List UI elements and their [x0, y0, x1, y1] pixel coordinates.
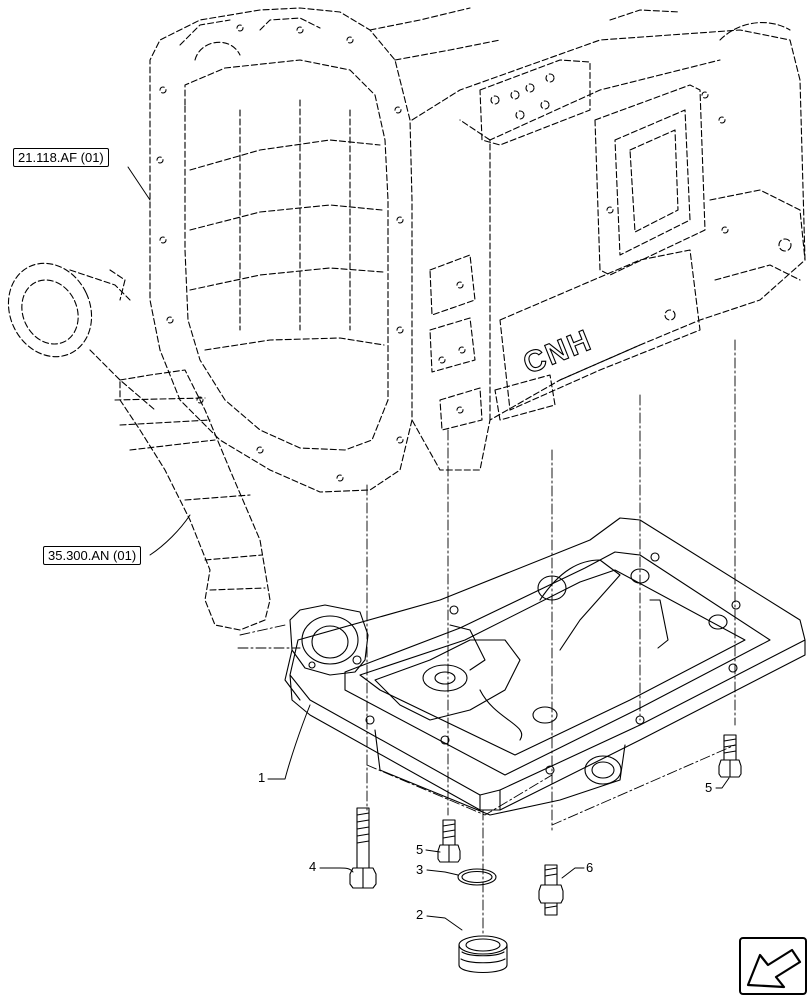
bolt-short-5-left — [437, 819, 461, 863]
o-ring-3 — [457, 868, 497, 886]
stud-6 — [538, 864, 564, 916]
callout-6: 6 — [586, 860, 594, 875]
suction-pipe — [7, 262, 271, 631]
leader-lines — [127, 166, 730, 931]
pipe-reference-label[interactable]: 35.300.AN (01) — [43, 546, 142, 565]
drain-plug-2 — [458, 935, 508, 973]
housing-logo: CNH — [519, 324, 597, 381]
transmission-housing — [149, 7, 806, 493]
transmission-reference-label[interactable]: 21.118.AF (01) — [13, 148, 109, 167]
bolt-long-4 — [349, 807, 377, 889]
assembly-lines — [237, 339, 736, 936]
callout-5-right: 5 — [705, 780, 713, 795]
callout-2: 2 — [416, 907, 424, 922]
callout-3: 3 — [416, 862, 424, 877]
oil-pan — [284, 517, 806, 816]
bolt-short-5-right — [718, 734, 742, 778]
callout-5-left: 5 — [416, 842, 424, 857]
callout-4: 4 — [309, 859, 317, 874]
next-page-arrow-icon[interactable] — [739, 937, 807, 995]
callout-1: 1 — [258, 770, 266, 785]
